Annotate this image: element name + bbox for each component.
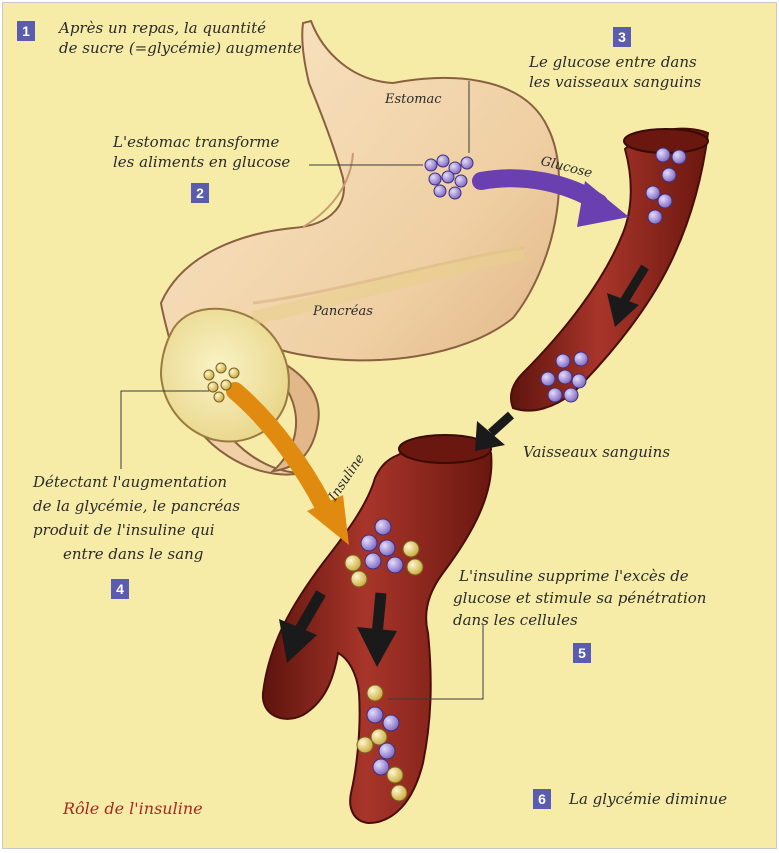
step-5-text-line-1: L'insuline supprime l'excès de: [459, 567, 689, 585]
step-5-text-line-2: glucose et stimule sa pénétration: [453, 589, 706, 607]
label-vaisseaux-sanguins: Vaisseaux sanguins: [523, 443, 670, 461]
step-1-text-line-2: de sucre (=glycémie) augmente: [59, 39, 302, 57]
step-4-text-line-3: produit de l'insuline qui: [33, 521, 215, 539]
step-4-text-line-2: de la glycémie, le pancréas: [33, 497, 240, 515]
step-4-text-line-1: Détectant l'augmentation: [33, 473, 227, 491]
diagram-artwork: [3, 3, 777, 849]
step-5-text-line-3: dans les cellules: [453, 611, 578, 629]
step-3-text-line-1: Le glucose entre dans: [529, 53, 697, 71]
step-6-text: La glycémie diminue: [569, 790, 727, 808]
step-4-text-line-4: entre dans le sang: [63, 545, 203, 563]
step-5-badge: 5: [573, 643, 591, 663]
diagram-title: Rôle de l'insuline: [63, 800, 203, 818]
step-1-badge: 1: [17, 21, 35, 41]
step-4-badge: 4: [111, 579, 129, 599]
step-3-badge: 3: [613, 27, 631, 47]
step-6-badge: 6: [533, 789, 551, 809]
flow-arrow-middle: [475, 415, 511, 451]
step-2-text-line-1: L'estomac transforme: [113, 133, 279, 151]
step-3-text-line-2: les vaisseaux sanguins: [529, 73, 701, 91]
step-2-text-line-2: les aliments en glucose: [113, 153, 290, 171]
step-1-text-line-1: Après un repas, la quantité: [59, 19, 266, 37]
step-2-badge: 2: [191, 183, 209, 203]
label-estomac: Estomac: [385, 91, 442, 109]
label-pancreas: Pancréas: [313, 303, 373, 321]
